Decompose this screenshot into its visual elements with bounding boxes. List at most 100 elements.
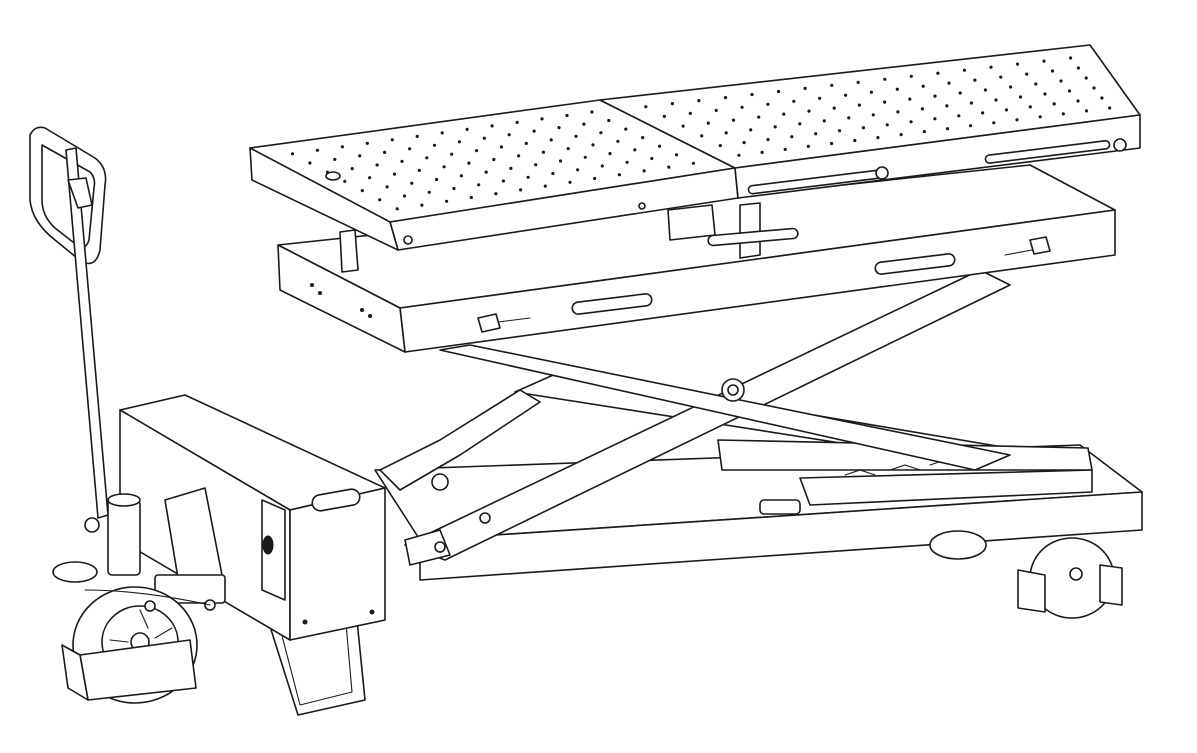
linkage-arm <box>85 590 210 605</box>
handle-lever[interactable] <box>68 178 92 208</box>
table-hole <box>450 152 454 156</box>
table-hole <box>543 184 547 188</box>
handle-pivot <box>85 518 99 532</box>
table-hole <box>385 185 389 189</box>
table-hole <box>896 110 900 114</box>
table-hole <box>883 100 887 104</box>
table-hole <box>1076 66 1080 70</box>
table-hole <box>427 190 431 194</box>
rear-wheel-left <box>930 531 986 559</box>
table-hole <box>947 81 951 85</box>
lower-handle-right[interactable] <box>875 253 956 275</box>
table-hole <box>593 176 597 181</box>
table-hole <box>1042 59 1046 63</box>
table-hole <box>1052 102 1056 106</box>
table-hole <box>962 68 967 72</box>
table-hole <box>1067 89 1072 93</box>
table-hole <box>442 165 446 169</box>
table-hole <box>395 207 399 211</box>
housing-handle-slot[interactable] <box>311 488 361 512</box>
table-hole <box>792 99 796 103</box>
pump-cap <box>108 494 140 506</box>
table-hole <box>957 114 961 118</box>
table-hole <box>798 122 802 126</box>
table-hole <box>1028 105 1032 109</box>
table-hole <box>700 134 704 138</box>
table-hole <box>1043 92 1047 96</box>
table-hole <box>1092 86 1096 90</box>
table-hole <box>501 179 505 183</box>
lower-clamp-right[interactable] <box>1030 237 1050 254</box>
table-hole <box>1015 118 1019 122</box>
table-hole <box>723 96 728 100</box>
table-hole <box>706 121 710 125</box>
table-hole <box>1025 72 1029 76</box>
table-hole <box>315 148 319 152</box>
table-hole <box>540 117 544 121</box>
table-hole <box>740 105 744 109</box>
table-hole <box>368 176 372 180</box>
table-hole <box>832 106 836 110</box>
table-support-left <box>340 230 358 272</box>
table-hole <box>452 186 456 191</box>
table-hole <box>760 150 764 154</box>
table-support-mid <box>668 205 715 240</box>
table-hole <box>766 138 770 142</box>
table-hole <box>477 183 481 187</box>
table-hole <box>994 98 998 102</box>
table-hole <box>662 114 667 118</box>
table-hole <box>783 147 787 151</box>
slot-knob-right[interactable] <box>1114 139 1126 151</box>
release-valve-icon[interactable] <box>263 536 273 554</box>
table-hole <box>999 75 1003 79</box>
table-hole <box>724 131 728 135</box>
table-hole <box>417 168 421 172</box>
table-hole <box>837 129 842 133</box>
lower-clamp-left[interactable] <box>478 314 500 332</box>
table-hole <box>333 157 337 161</box>
table-hole <box>908 97 912 101</box>
table-hole <box>921 84 925 88</box>
table-hole <box>773 125 777 129</box>
table-hole <box>420 203 424 207</box>
table-hole <box>749 128 753 132</box>
table-hole <box>691 161 696 165</box>
table-hole <box>1069 56 1073 60</box>
table-hole <box>718 144 722 148</box>
table-hole <box>490 124 494 128</box>
table-support-center <box>740 203 760 258</box>
table-hole <box>1084 76 1088 80</box>
table-hole <box>617 173 622 177</box>
table-side-bolt <box>404 236 412 244</box>
table-hole <box>1059 79 1063 83</box>
table-hole <box>803 86 807 90</box>
table-hole <box>856 80 860 84</box>
rear-wheel-hub <box>1070 568 1082 580</box>
lower-platform-side <box>278 245 405 352</box>
table-hole <box>847 116 851 120</box>
table-hole <box>766 102 770 106</box>
table-hole <box>983 88 988 92</box>
table-hole <box>532 129 536 133</box>
table-hole <box>440 131 444 135</box>
table-hole <box>425 156 429 160</box>
lower-handle-front[interactable] <box>572 293 653 315</box>
table-hole <box>616 139 620 143</box>
center-pivot-inner <box>728 385 738 395</box>
table-hole <box>958 91 962 95</box>
table-hole <box>600 164 604 168</box>
table-hole <box>731 118 736 122</box>
table-hole <box>790 135 794 139</box>
table-support-handle[interactable] <box>708 228 799 246</box>
table-hole <box>973 78 977 82</box>
table-hole <box>390 138 394 142</box>
table-hole <box>402 194 407 198</box>
scissor-arm-cross <box>440 345 1010 470</box>
table-hole <box>674 153 679 157</box>
table-hole <box>830 141 834 146</box>
table-top-knob[interactable] <box>326 172 340 180</box>
table-hole <box>415 134 419 138</box>
slot-knob-center[interactable] <box>876 167 888 179</box>
table-hole <box>549 138 553 142</box>
